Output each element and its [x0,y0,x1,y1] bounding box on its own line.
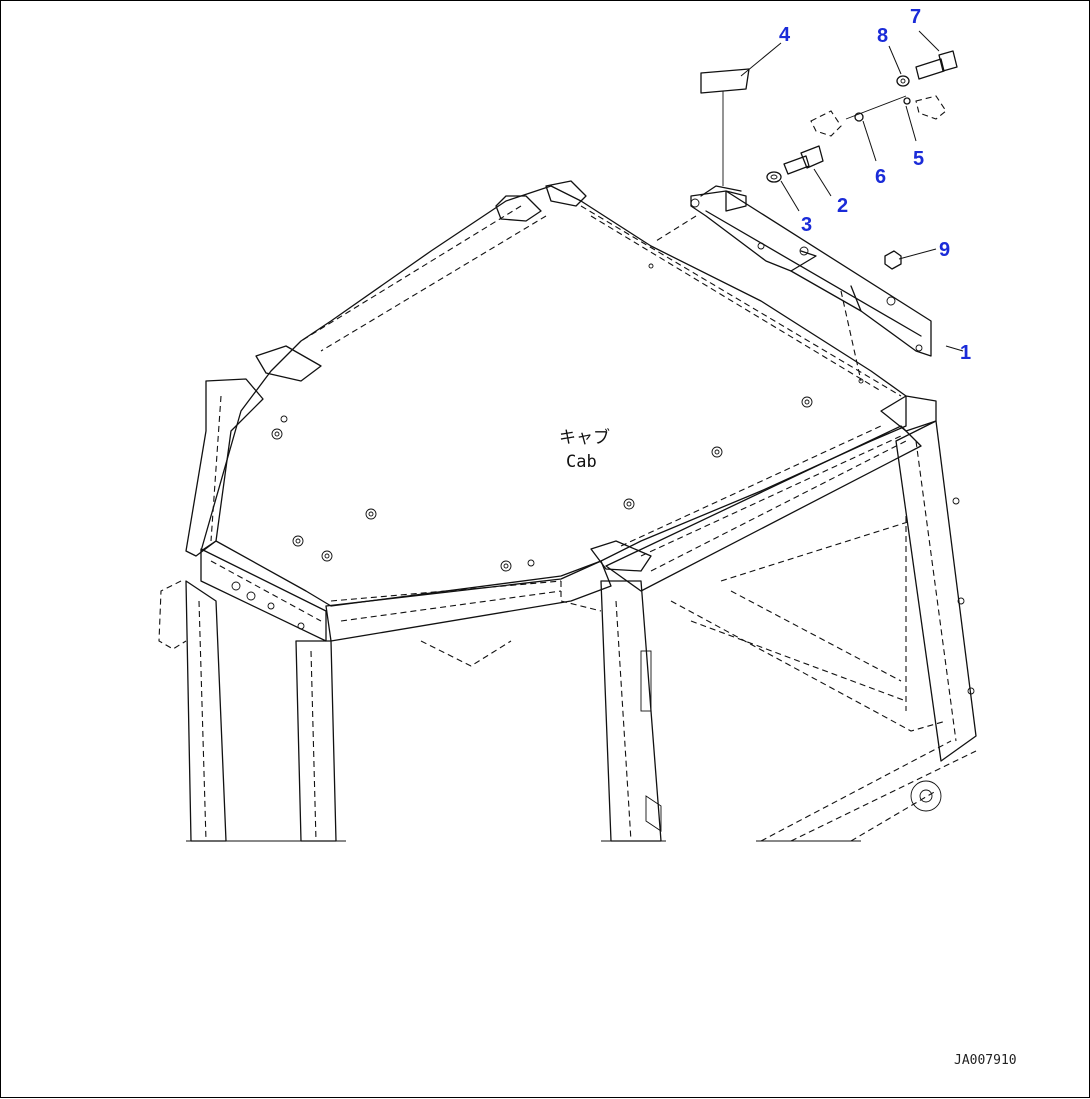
nut-part-9 [884,250,902,270]
drawing-code: JA007910 [954,1053,1017,1068]
plate-part-4 [700,68,750,186]
callout-3: 3 [801,214,812,236]
bracket-part-1 [690,185,932,357]
callout-6: 6 [875,166,886,188]
callout-2: 2 [837,195,848,217]
bolt-part-7 [915,50,958,80]
callout-1: 1 [960,342,971,364]
bolt-part-2 [783,145,824,175]
nut-part-3 [766,171,782,183]
roof-bolts [271,263,864,572]
clip-parts-5-6 [810,95,947,137]
cab-label-english: Cab [566,452,597,472]
washer-part-8 [896,75,910,87]
callout-4: 4 [779,24,791,46]
callout-8: 8 [877,25,888,47]
callout-7: 7 [910,6,921,28]
cab-label-japanese: キャブ [559,427,610,448]
callout-9: 9 [939,239,950,261]
cab-frame [158,378,977,842]
leader-lines [740,30,964,352]
cab-roof [200,180,937,607]
callout-5: 5 [913,148,924,170]
